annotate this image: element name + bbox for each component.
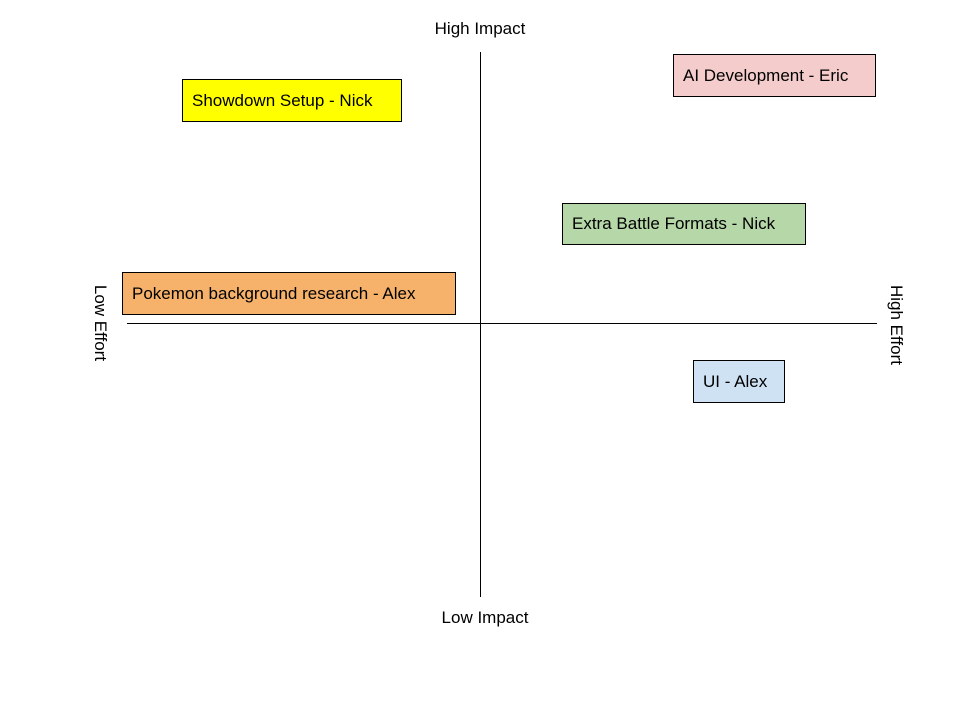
axis-label-high-impact: High Impact bbox=[434, 19, 526, 38]
task-label: Pokemon background research - Alex bbox=[132, 283, 416, 303]
task-label: UI - Alex bbox=[703, 371, 768, 391]
task-label: Extra Battle Formats - Nick bbox=[572, 214, 776, 233]
horizontal-axis-line bbox=[127, 323, 877, 324]
axis-label-high-effort: High Effort bbox=[887, 284, 906, 366]
task-box-ui[interactable]: UI - Alex bbox=[693, 360, 785, 403]
vertical-axis-line bbox=[480, 52, 481, 597]
axis-label-low-impact: Low Impact bbox=[441, 608, 529, 627]
task-box-extra-battle-formats[interactable]: Extra Battle Formats - Nick bbox=[562, 203, 806, 245]
task-box-pokemon-research[interactable]: Pokemon background research - Alex bbox=[122, 272, 456, 315]
task-box-showdown-setup[interactable]: Showdown Setup - Nick bbox=[182, 79, 402, 122]
axis-label-low-effort: Low Effort bbox=[91, 284, 110, 362]
task-label: Showdown Setup - Nick bbox=[192, 90, 373, 110]
task-box-ai-development[interactable]: AI Development - Eric bbox=[673, 54, 876, 97]
task-label: AI Development - Eric bbox=[683, 65, 849, 85]
